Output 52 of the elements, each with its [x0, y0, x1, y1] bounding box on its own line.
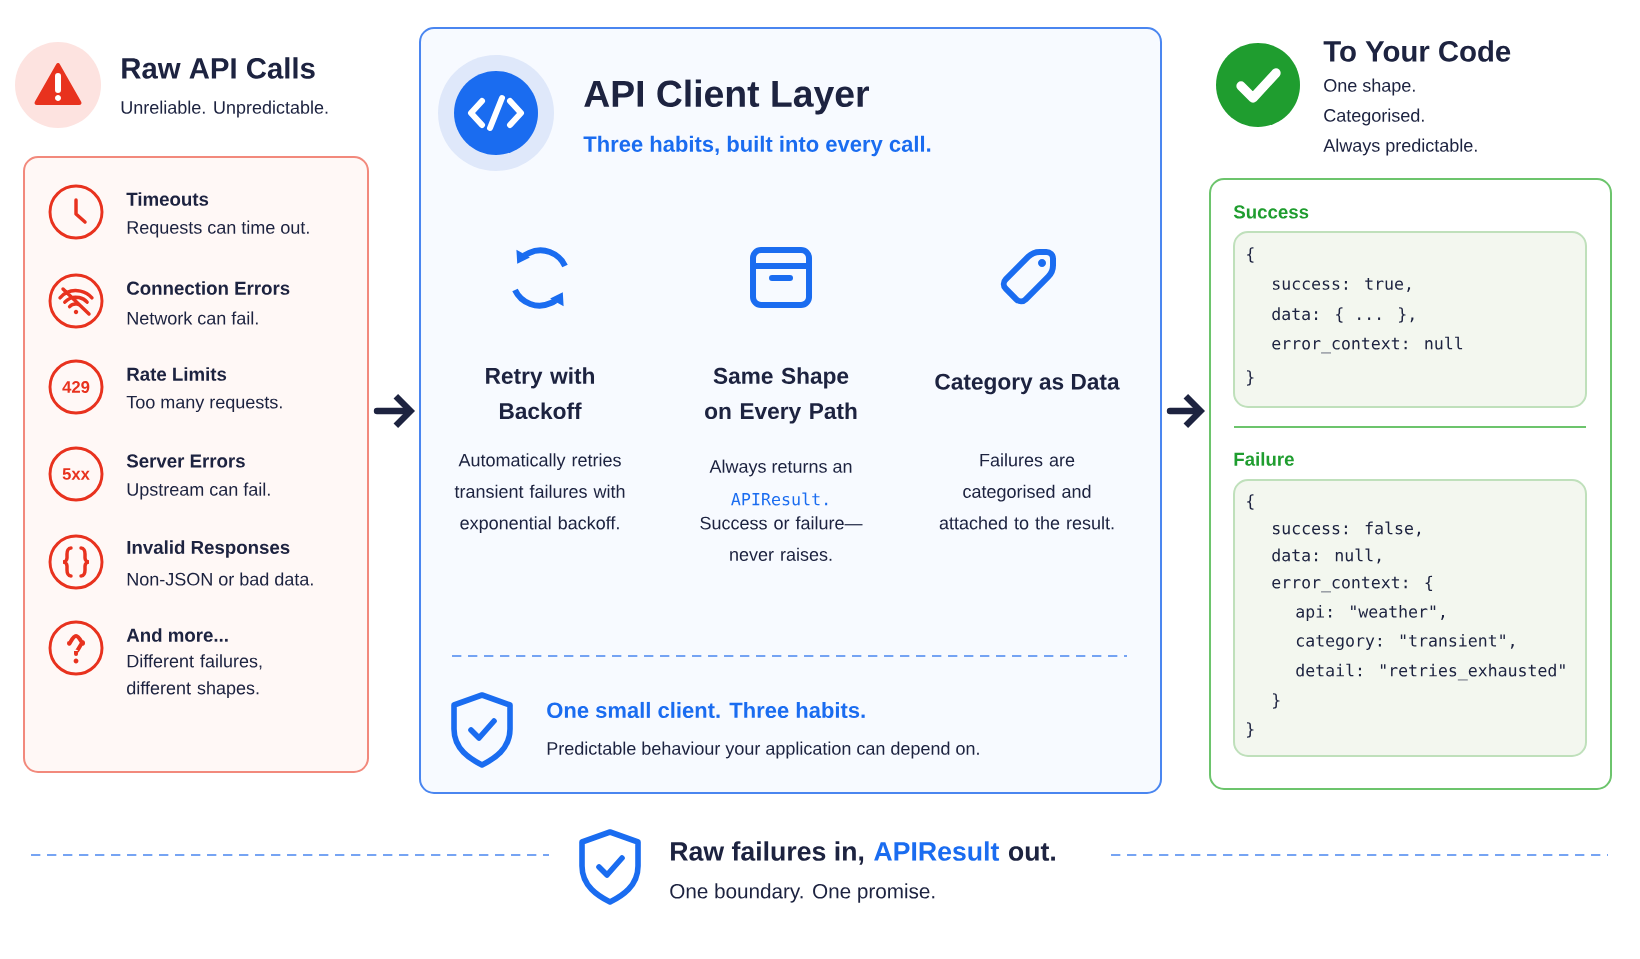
panel-subtitle: Categorised.	[1324, 108, 1424, 126]
item-title: Rate Limits	[127, 367, 227, 381]
status-code-badge: 429	[48, 359, 104, 415]
column-description: Failures are categorised and attached to the result.	[939, 453, 1114, 530]
column-title: Category as Data	[935, 373, 1120, 395]
panel-title: Raw API Calls	[122, 57, 315, 79]
column-title: Same Shape on Every Path	[705, 367, 857, 424]
code-line: data: { ... },	[1272, 307, 1414, 323]
code-line: api: "weather",	[1296, 605, 1444, 621]
item-description: Upstream can fail.	[127, 482, 270, 500]
column-description: Success or failure— never raises.	[700, 516, 863, 561]
panel-subtitle: Three habits, built into every call.	[583, 135, 931, 157]
code-line: }	[1247, 370, 1254, 386]
footer-title: Raw failures in,	[671, 841, 864, 865]
status-code-badge: 5xx	[48, 446, 104, 502]
panel-subtitle: Always predictable.	[1323, 138, 1477, 156]
callout-text: Predictable behaviour your application can depend on.	[547, 741, 979, 759]
code-line: category: "transient",	[1296, 633, 1514, 651]
item-description: Non-JSON or bad data.	[127, 572, 313, 586]
item-title: And more...	[126, 628, 228, 642]
footer-title: APIResult	[874, 841, 1000, 861]
item-description: Requests can time out.	[127, 220, 309, 238]
item-description: Too many requests.	[126, 395, 282, 413]
item-title: Server Errors	[126, 454, 245, 468]
item-description: Network can fail.	[127, 311, 258, 325]
item-title: Invalid Responses	[127, 540, 290, 558]
panel-subtitle: One shape.	[1324, 78, 1415, 96]
code-line: {	[1247, 247, 1254, 263]
column-description: Automatically retries transient failures with exponential backoff.	[454, 453, 625, 533]
section-heading: Success	[1233, 205, 1309, 219]
code-line: data: null,	[1272, 548, 1381, 564]
code-line: }	[1273, 693, 1280, 709]
code-line: success: true,	[1273, 278, 1411, 292]
section-heading: Failure	[1234, 452, 1294, 466]
code-line: {	[1247, 494, 1254, 510]
panel-title: To Your Code	[1323, 40, 1511, 62]
code-line: error_context: null	[1272, 336, 1463, 354]
panel-subtitle: Unreliable. Unpredictable.	[121, 100, 328, 118]
item-title: Timeouts	[126, 192, 209, 206]
column-description: Always returns an	[709, 459, 852, 477]
panel-title: API Client Layer	[584, 79, 869, 115]
code-line: success: false,	[1273, 521, 1420, 537]
code-line: }	[1247, 722, 1254, 738]
column-title: Retry with Backoff	[486, 367, 594, 420]
callout-title: One small client. Three habits.	[547, 701, 865, 719]
code-name: APIResult.	[731, 492, 828, 506]
item-title: Connection Errors	[127, 281, 290, 295]
footer-title: out.	[1008, 843, 1055, 861]
footer-subtitle: One boundary. One promise.	[670, 883, 935, 903]
code-line: error_context: {	[1272, 575, 1433, 593]
item-description: Different failures, different shapes.	[127, 654, 262, 698]
code-line: detail: "retries_exhausted"	[1296, 663, 1565, 681]
